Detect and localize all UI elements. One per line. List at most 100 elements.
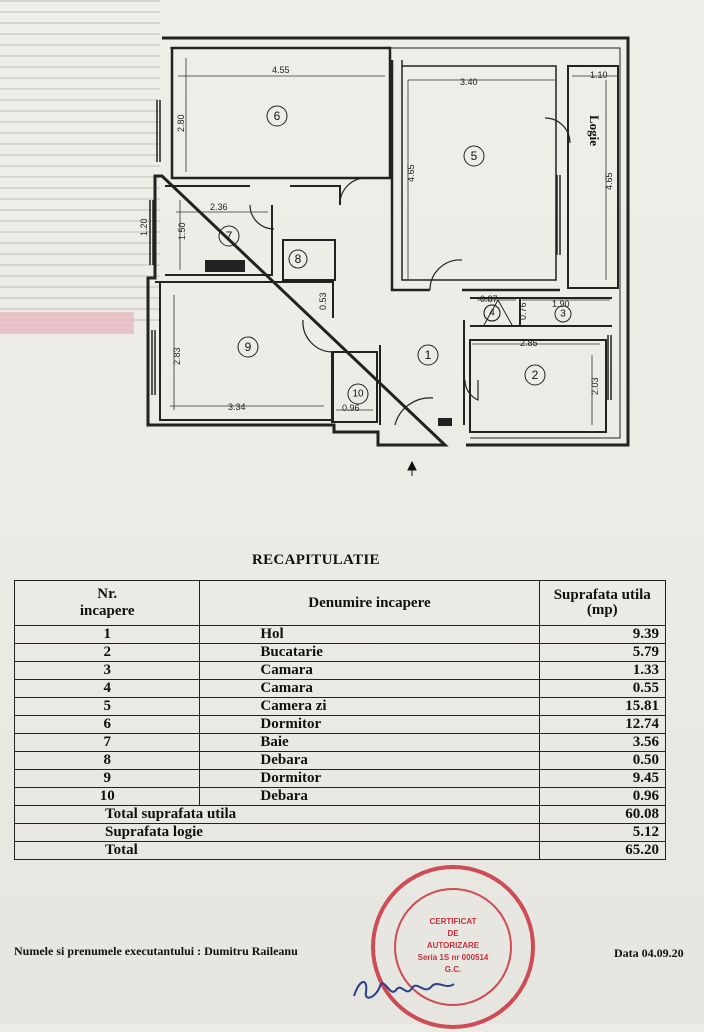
room-7-label: 7 [226, 229, 233, 243]
row-area: 12.74 [538, 715, 667, 734]
dim-2-03: 2.03 [590, 377, 600, 395]
row-area: 1.33 [538, 661, 667, 680]
dim-2-80: 2.80 [176, 114, 186, 132]
header-area-line1: Suprafata utila [553, 587, 651, 603]
dim-4-55: 4.55 [272, 65, 290, 75]
stamp-line1: CERTIFICAT [430, 917, 477, 926]
row-name: Baie [199, 733, 540, 752]
room-3-label: 3 [560, 309, 566, 320]
dim-4-65-logie: 4.65 [604, 172, 614, 190]
row-area: 9.45 [538, 769, 667, 788]
row-name: Dormitor [199, 715, 540, 734]
row-name: Bucatarie [199, 643, 540, 662]
recap-table: Nr. incapere Denumire incapere Suprafata… [13, 580, 667, 860]
row-name: Hol [199, 625, 540, 644]
row-area: 15.81 [538, 697, 667, 716]
row-nr: 10 [13, 787, 201, 806]
table-header-row: Nr. incapere Denumire incapere Suprafata… [13, 580, 667, 626]
room-10-label: 10 [352, 389, 364, 400]
row-name: Camara [199, 679, 540, 698]
row-area: 0.50 [538, 751, 667, 770]
header-name: Denumire incapere [199, 580, 540, 626]
signature [353, 981, 455, 999]
row-area: 0.55 [538, 679, 667, 698]
row-name: Dormitor [199, 769, 540, 788]
stamp-line5: G.C. [445, 965, 461, 974]
floor-plan: 4.55 3.40 1.10 2.80 4.65 4.65 2.36 1.50 … [139, 36, 630, 476]
row-nr: 2 [13, 643, 201, 662]
document-date: Data 04.09.20 [614, 946, 684, 960]
row-nr: 7 [13, 733, 201, 752]
header-nr-line1: Nr. [97, 586, 118, 602]
row-name: Debara [199, 751, 540, 770]
room-labels: 1 2 3 4 5 6 7 8 9 10 [218, 105, 572, 405]
logie-total-label: Suprafata logie [14, 823, 540, 842]
dim-1-90: 1.90 [552, 299, 570, 309]
red-highlight-mark [0, 312, 134, 334]
recap-title: RECAPITULATIE [252, 552, 380, 568]
room-4-label: 4 [489, 308, 495, 319]
total-util-value: 60.08 [538, 805, 667, 824]
row-name: Debara [199, 787, 540, 806]
row-name: Camara [199, 661, 540, 680]
stamp-line4: Seria 1S nr 000514 [418, 953, 489, 962]
room-5-label: 5 [471, 149, 478, 163]
grand-total-label: Total [14, 841, 540, 860]
logie-total-value: 5.12 [538, 823, 667, 842]
row-nr: 9 [13, 769, 201, 788]
room-8-label: 8 [295, 252, 302, 266]
header-nr: Nr. incapere [13, 580, 201, 626]
row-nr: 4 [13, 679, 201, 698]
dim-4-65-room5: 4.65 [406, 164, 416, 182]
dim-0-53: 0.53 [318, 292, 328, 310]
stamp-line2: DE [447, 929, 459, 938]
row-nr: 3 [13, 661, 201, 680]
dim-0-76: 0.76 [518, 302, 528, 320]
dim-0-96: 0.96 [342, 403, 360, 413]
threshold-mark [438, 418, 452, 426]
stamp-line3: AUTORIZARE [427, 941, 480, 950]
total-util-label: Total suprafata utila [14, 805, 540, 824]
dim-3-40: 3.40 [460, 77, 478, 87]
row-nr: 1 [13, 625, 201, 644]
row-nr: 6 [13, 715, 201, 734]
dim-3-34: 3.34 [228, 402, 246, 412]
grand-total-value: 65.20 [538, 841, 667, 860]
executant-name: Numele si prenumele executantului : Dumi… [14, 944, 298, 958]
dim-2-85: 2.85 [520, 338, 538, 348]
row-area: 0.96 [538, 787, 667, 806]
room-9-label: 9 [245, 340, 252, 354]
dim-1-20: 1.20 [139, 218, 149, 236]
room-1-label: 1 [425, 348, 432, 362]
row-nr: 8 [13, 751, 201, 770]
header-nr-line2: incapere [79, 603, 135, 619]
dim-2-36: 2.36 [210, 202, 228, 212]
logie-label: Logie [587, 115, 602, 146]
dim-0-87: 0.87 [480, 294, 498, 304]
dim-1-10: 1.10 [590, 70, 608, 80]
row-area: 9.39 [538, 625, 667, 644]
room-2-label: 2 [532, 368, 539, 382]
paper-bleed-through [0, 0, 160, 330]
header-area-line2: (mp) [586, 602, 618, 618]
dim-1-50: 1.50 [177, 222, 187, 240]
dim-2-83: 2.83 [172, 347, 182, 365]
row-nr: 5 [13, 697, 201, 716]
row-name: Camera zi [199, 697, 540, 716]
room-6-label: 6 [274, 109, 281, 123]
row-area: 3.56 [538, 733, 667, 752]
header-area: Suprafata utila (mp) [538, 580, 667, 626]
entry-arrow-icon [407, 460, 417, 476]
